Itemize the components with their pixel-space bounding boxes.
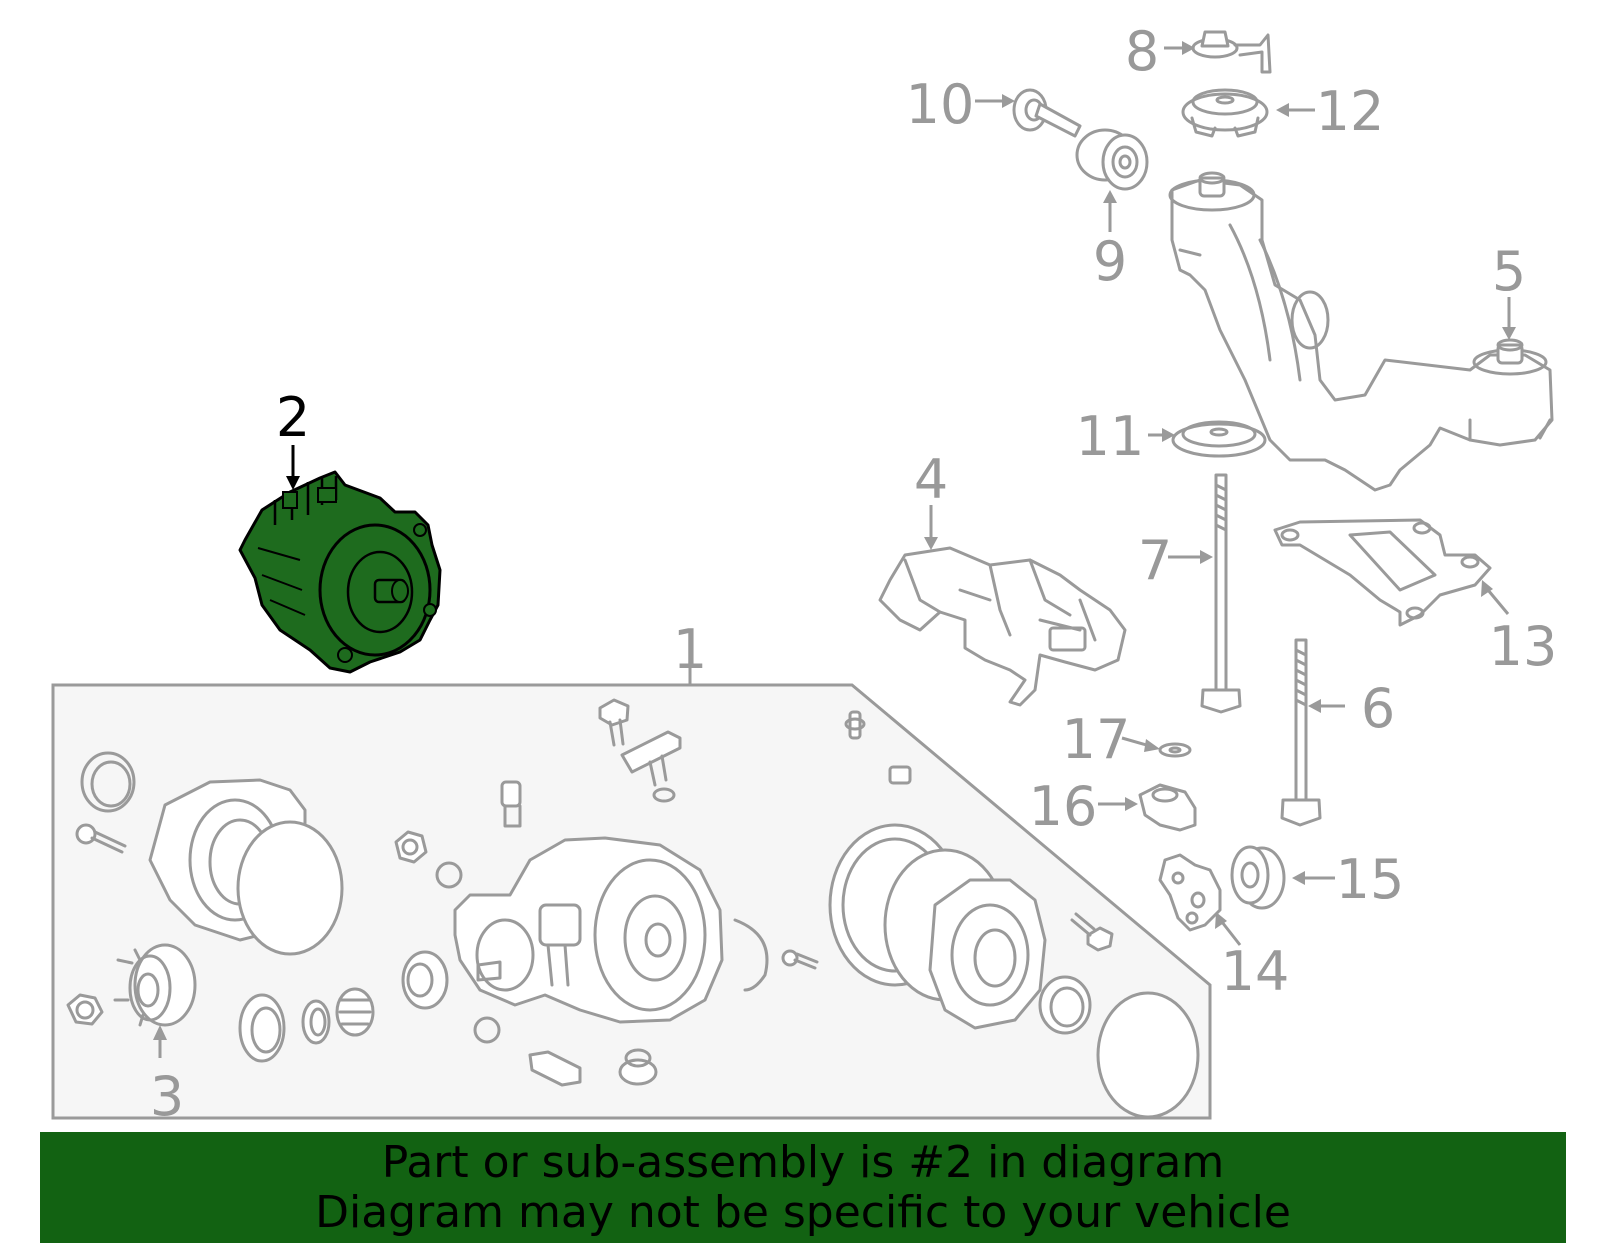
assembly-cover-disc xyxy=(1096,991,1200,1119)
callout-2: 2 xyxy=(276,386,310,449)
callout-6: 6 xyxy=(1361,677,1395,740)
assembly-plug-top-right xyxy=(888,765,912,785)
callout-11: 11 xyxy=(1076,405,1145,468)
assembly-bolt-top xyxy=(598,698,630,747)
assembly-plug-bottom xyxy=(618,1048,658,1086)
assembly-bolt-mid-right xyxy=(781,949,819,970)
part-7-long-bolt xyxy=(1200,473,1242,714)
part-15-bushing xyxy=(1230,845,1286,910)
callout-3-arrowhead xyxy=(153,1025,167,1040)
callout-10: 10 xyxy=(906,73,975,136)
callout-17: 17 xyxy=(1062,708,1131,771)
callout-5: 5 xyxy=(1492,240,1526,303)
callout-15-arrowhead xyxy=(1292,871,1305,885)
assembly-right-housing xyxy=(828,823,1047,1030)
callout-4-arrowhead xyxy=(924,537,938,550)
banner-line-1: Part or sub-assembly is #2 in diagram xyxy=(381,1136,1225,1188)
assembly-snap-ring xyxy=(733,918,769,992)
part-11-washer xyxy=(1171,420,1267,458)
part-10-bolt xyxy=(1012,88,1082,138)
callout-13-arrowhead xyxy=(1481,580,1493,597)
assembly-seal-ring-left xyxy=(80,751,136,813)
callout-14: 14 xyxy=(1221,940,1290,1003)
part-13-plate-bracket xyxy=(1273,518,1492,627)
callout-7-arrowhead xyxy=(1200,550,1213,564)
callout-8: 8 xyxy=(1125,20,1159,83)
part-2-electric-motor[interactable] xyxy=(238,470,442,674)
assembly-nut-middle xyxy=(394,830,463,889)
callout-10-arrowhead xyxy=(1002,94,1015,108)
callout-9: 9 xyxy=(1093,230,1127,293)
assembly-central-housing xyxy=(453,836,724,1024)
callout-14-arrowhead xyxy=(1215,912,1227,929)
assembly-sensor-middle xyxy=(500,780,522,828)
callout-12-arrowhead xyxy=(1276,103,1289,117)
callout-7: 7 xyxy=(1138,529,1172,592)
assembly-bolt-right xyxy=(1070,912,1114,952)
callout-4: 4 xyxy=(914,448,948,511)
callout-12: 12 xyxy=(1316,80,1385,143)
callout-1: 1 xyxy=(673,618,707,681)
assembly-bolt-left xyxy=(75,823,127,854)
callout-14-leader xyxy=(1220,921,1242,946)
part-8-nut-clip xyxy=(1191,30,1272,74)
assembly-left-housing xyxy=(148,778,344,956)
part-9-bushing xyxy=(1075,128,1149,191)
part-16-stopper xyxy=(1138,783,1197,832)
callout-11-arrowhead xyxy=(1162,428,1175,442)
callout-15: 15 xyxy=(1336,848,1405,911)
callout-16-arrowhead xyxy=(1125,797,1138,811)
part-3-hub-flange xyxy=(113,943,197,1027)
part-17-washer xyxy=(1158,742,1192,758)
part-14-mount xyxy=(1158,853,1222,932)
callout-8-arrowhead xyxy=(1182,41,1195,55)
banner-line-2: Diagram may not be specific to your vehi… xyxy=(315,1186,1291,1238)
callout-6-arrowhead xyxy=(1308,699,1321,713)
callout-17-arrowhead xyxy=(1144,739,1160,752)
assembly-nut-lower-left xyxy=(66,993,104,1026)
assembly-speed-sensor xyxy=(620,730,682,803)
part-5-mount-bracket xyxy=(1168,171,1554,492)
callout-9-arrowhead xyxy=(1103,190,1117,203)
part-6-long-bolt xyxy=(1280,638,1322,827)
callout-16: 16 xyxy=(1029,775,1098,838)
callout-13: 13 xyxy=(1489,615,1558,678)
callout-5-arrowhead xyxy=(1502,327,1516,340)
callout-13-leader xyxy=(1486,589,1510,615)
assembly-pin-top-right xyxy=(844,710,866,740)
assembly-sensor-bottom xyxy=(528,1050,582,1087)
assembly-lower-seals xyxy=(238,950,501,1063)
assembly-seal-right xyxy=(1038,975,1092,1035)
callout-2-arrowhead xyxy=(286,476,300,490)
part-4-bracket xyxy=(878,546,1127,707)
info-banner: Part or sub-assembly is #2 in diagram Di… xyxy=(40,1132,1566,1243)
callout-3: 3 xyxy=(150,1065,184,1128)
part-12-insulator xyxy=(1181,88,1269,138)
